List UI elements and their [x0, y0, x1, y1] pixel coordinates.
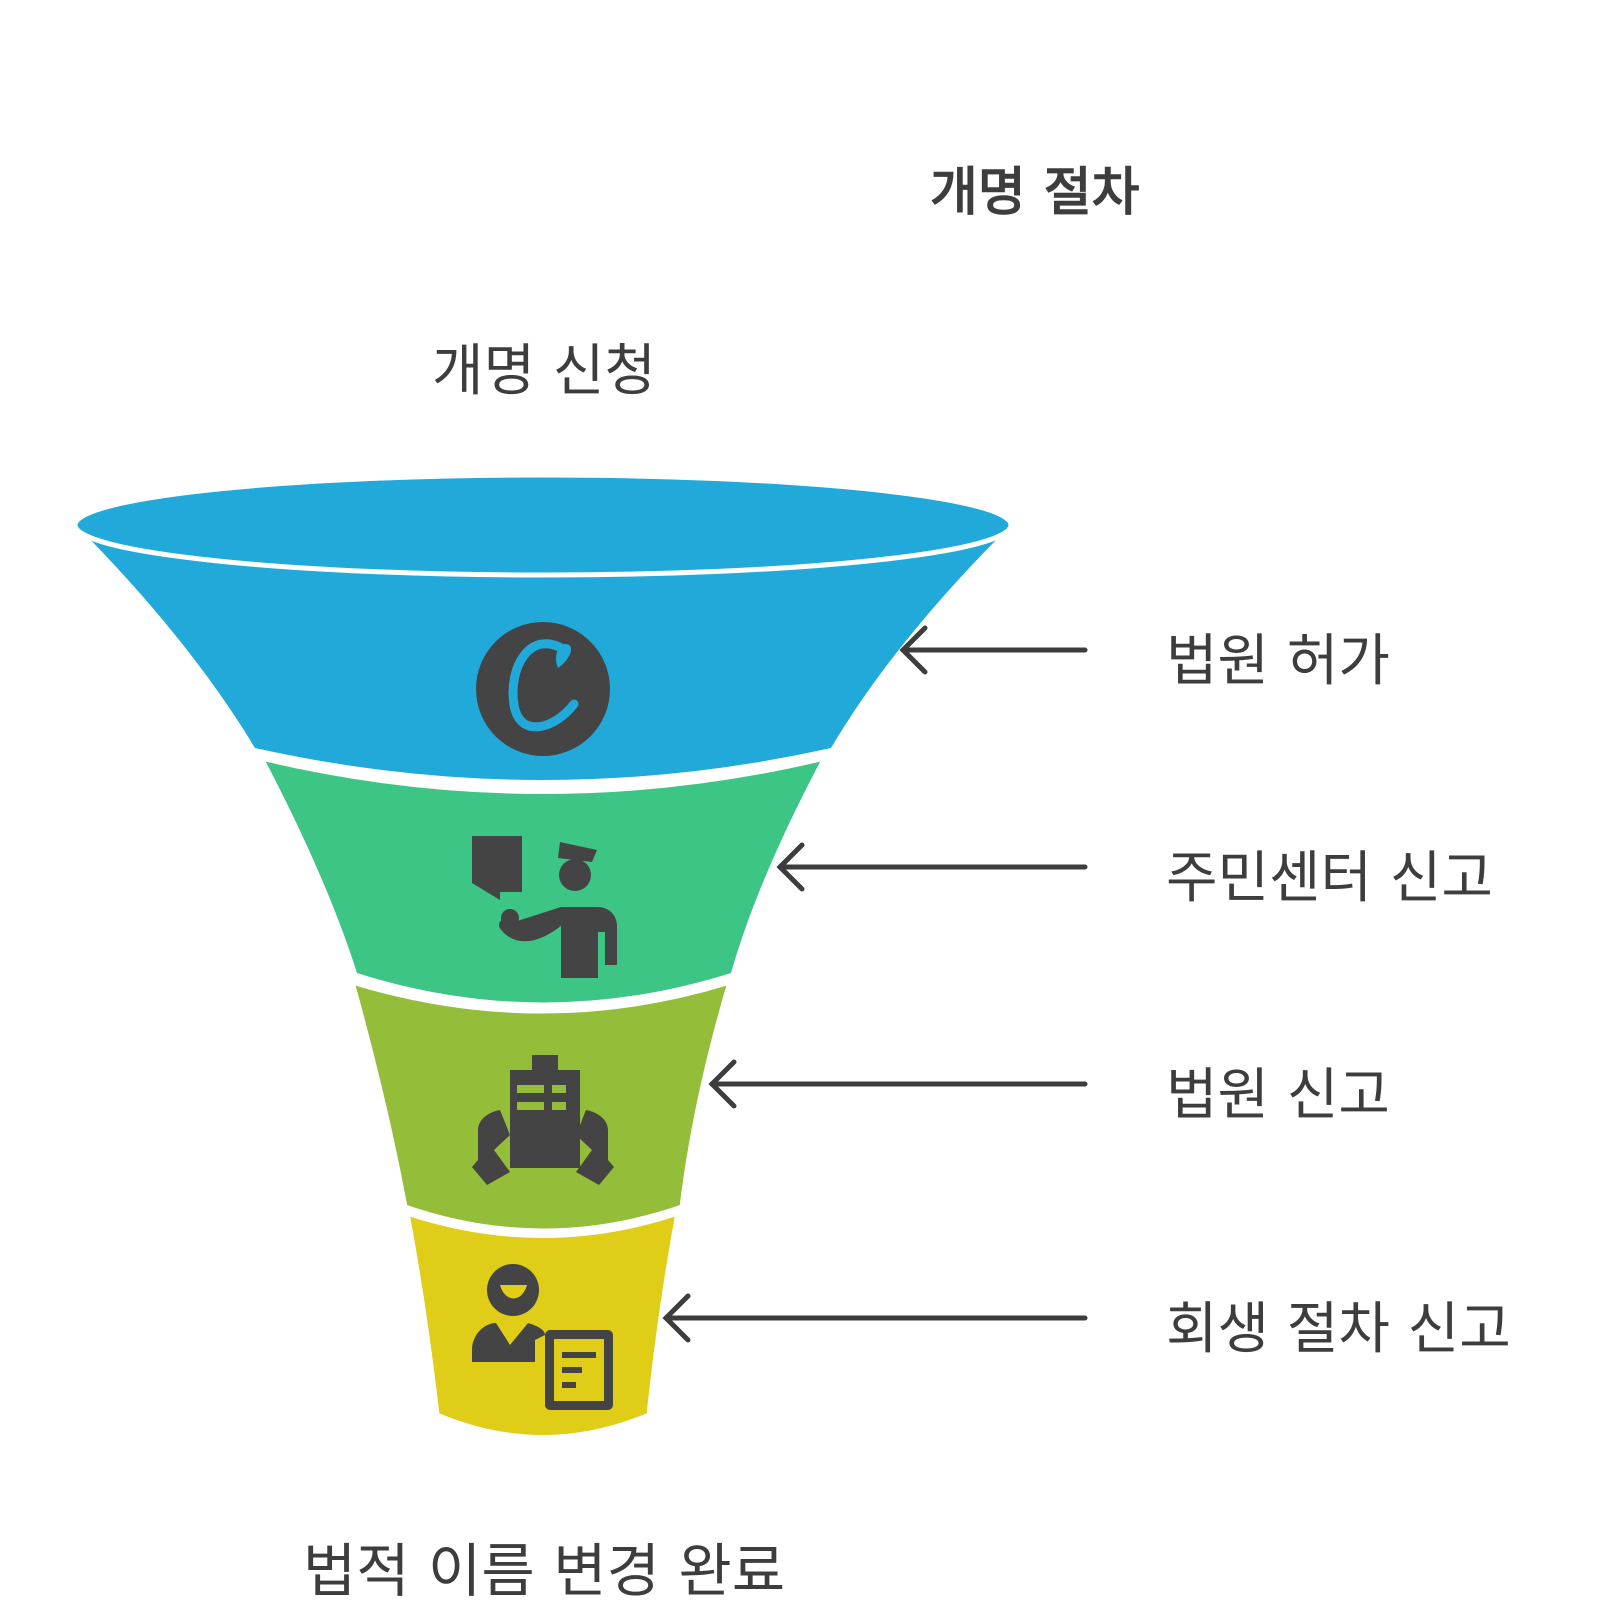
funnel-bottom-label: 법적 이름 변경 완료	[302, 1537, 786, 1605]
hands-holding-building-icon	[472, 1055, 614, 1185]
arrow-stage-4	[662, 1293, 1088, 1343]
funnel-stage-2	[256, 754, 830, 1008]
funnel-top-rim	[72, 472, 1014, 578]
funnel-top-label: 개명 신청	[432, 339, 656, 404]
funnel-stage-2-body	[256, 754, 830, 1008]
funnel-stage-1	[72, 472, 1014, 780]
diagram-title: 개명 절차	[930, 163, 1140, 223]
stage-4-label: 회생 절차 신고	[1166, 1297, 1511, 1362]
stage-2-label: 주민센터 신고	[1166, 846, 1493, 911]
arrow-stage-1	[899, 625, 1088, 675]
funnel-stage-4	[403, 1209, 682, 1440]
funnel-stage-4-body	[403, 1209, 682, 1440]
stage-3-label: 법원 신고	[1166, 1063, 1390, 1128]
court-permission-c-icon	[476, 622, 610, 756]
funnel-stage-3	[348, 978, 734, 1234]
official-with-id-card-icon	[472, 836, 617, 978]
arrow-stage-3	[708, 1059, 1088, 1109]
arrow-stage-2	[776, 842, 1088, 892]
person-with-document-icon	[472, 1264, 613, 1410]
stage-1-label: 법원 허가	[1166, 629, 1390, 694]
